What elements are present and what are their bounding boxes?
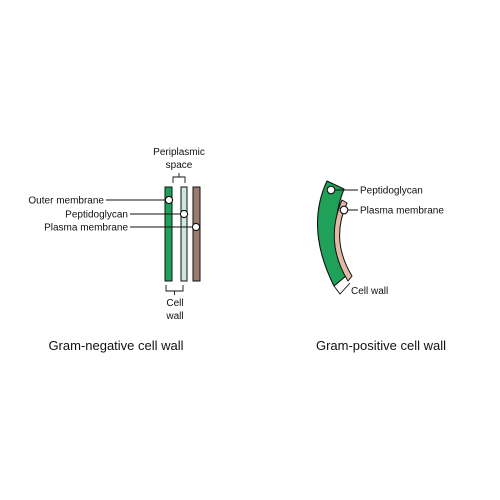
- peptidoglycan-dot-pos: [326, 185, 336, 195]
- gram-negative-diagram: Periplasmic space Outer membrane Peptido…: [28, 147, 204, 353]
- cell-wall-label-pos: Cell wall: [351, 286, 388, 297]
- cell-wall-label-line1: Cell: [166, 298, 183, 309]
- cell-wall-bracket: [165, 285, 184, 295]
- peptidoglycan-dot-neg: [179, 209, 189, 219]
- peptidoglycan-layer-thin: [180, 186, 188, 282]
- outer-membrane-label: Outer membrane: [28, 196, 104, 207]
- cell-wall-label-line2: wall: [165, 311, 183, 322]
- plasma-membrane-dot-pos: [339, 205, 349, 215]
- gram-positive-diagram: Peptidoglycan Plasma membrane Cell wall …: [316, 180, 446, 353]
- plasma-membrane-label-pos: Plasma membrane: [360, 206, 444, 217]
- outer-membrane-layer: [164, 186, 173, 282]
- plasma-membrane-label-neg: Plasma membrane: [44, 223, 128, 234]
- gram-positive-caption: Gram-positive cell wall: [316, 338, 446, 353]
- periplasmic-label-line2: space: [166, 160, 193, 171]
- peptidoglycan-label-neg: Peptidoglycan: [65, 210, 128, 221]
- gram-negative-caption: Gram-negative cell wall: [48, 338, 183, 353]
- outer-membrane-dot: [164, 195, 174, 205]
- peptidoglycan-label-pos: Peptidoglycan: [360, 186, 423, 197]
- cell-wall-bracket-pos: [333, 282, 351, 295]
- periplasmic-label-line1: Periplasmic: [153, 147, 205, 158]
- plasma-membrane-layer-pos: [333, 199, 353, 282]
- plasma-membrane-layer-neg: [192, 186, 201, 282]
- periplasmic-bracket: [172, 173, 186, 183]
- plasma-membrane-dot-neg: [191, 222, 201, 232]
